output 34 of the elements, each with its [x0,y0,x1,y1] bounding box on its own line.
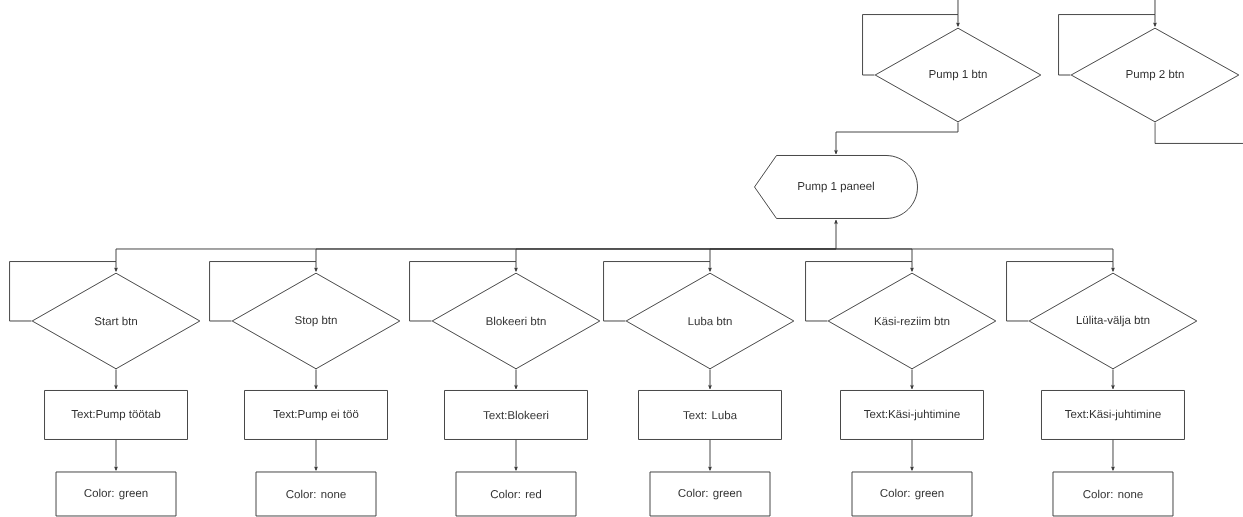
process-box: Text:Käsi-juhtimine [1041,390,1185,440]
process-box: Color: green [55,471,177,517]
arrow [910,369,914,390]
process-box: Color: none [255,471,377,517]
process-box: Text:Käsi-juhtimine [840,390,984,440]
arrow [708,369,712,390]
arrow [314,369,318,390]
arrow [910,439,914,471]
arrow [1111,261,1115,272]
arrow [708,439,712,471]
process-box: Text:Blokeeri [444,390,588,440]
process-box: Color: green [851,471,973,517]
process-box: Color: none [1052,471,1174,517]
process-box: Text:Pump töötab [44,390,188,440]
arrow [114,261,118,272]
arrow [1111,369,1115,390]
arrow [834,219,838,250]
arrow [956,14,960,27]
process-box: Text:Pump ei töö [244,390,388,440]
arrow [1153,14,1157,27]
arrow [114,439,118,471]
process-box: Color: green [649,471,771,517]
arrow [1111,439,1115,471]
arrow [910,261,914,272]
process-box: Color: red [455,471,577,517]
arrow [114,369,118,390]
arrow [708,261,712,272]
arrow [514,261,518,272]
process-box: Text: Luba [638,390,782,440]
arrow [314,261,318,272]
arrow [314,439,318,471]
arrow [514,369,518,390]
arrow [834,122,959,155]
arrow [514,439,518,471]
